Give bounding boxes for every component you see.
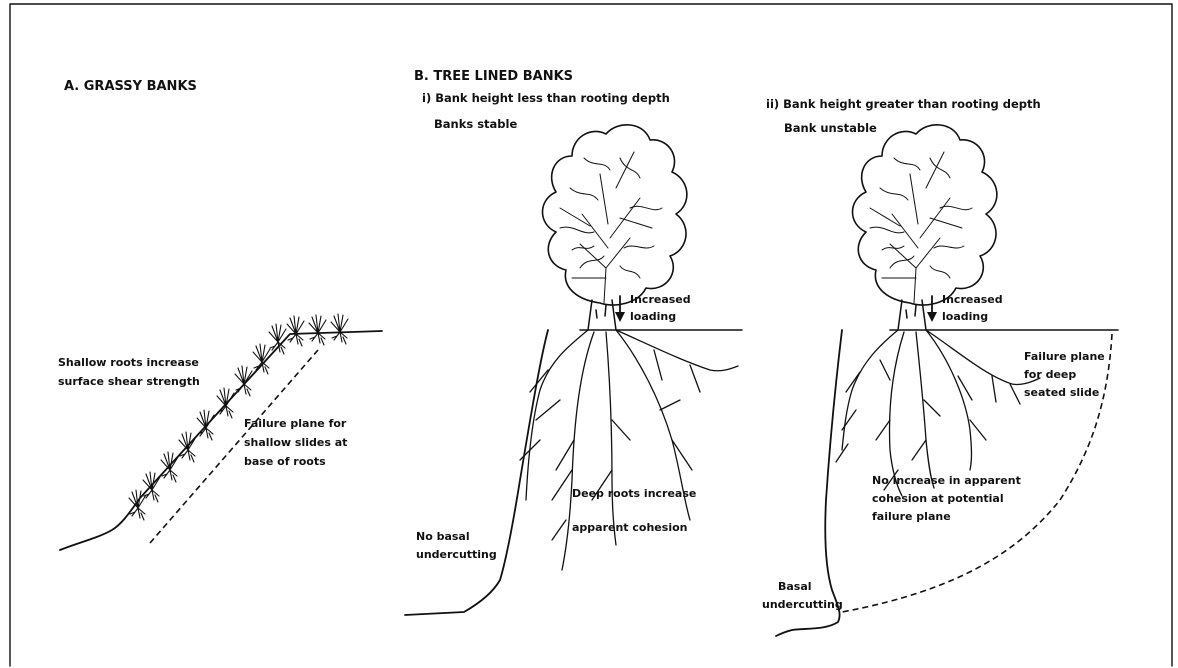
label-failure-plane-a-2: shallow slides at bbox=[244, 436, 347, 449]
case-i-title: i) Bank height less than rooting depth bbox=[422, 91, 670, 105]
deep-roots-i bbox=[520, 330, 738, 570]
label-loading-ii-2: loading bbox=[942, 310, 988, 323]
label-deep-roots-2: apparent cohesion bbox=[572, 521, 687, 534]
case-ii-title: ii) Bank height greater than rooting dep… bbox=[766, 97, 1041, 111]
label-failure-plane-b-1: Failure plane bbox=[1024, 350, 1105, 363]
label-basal-undercutting-1: Basal bbox=[778, 580, 812, 593]
label-failure-plane-a-1: Failure plane for bbox=[244, 417, 347, 430]
label-deep-roots-1: Deep roots increase bbox=[572, 487, 696, 500]
label-basal-undercutting-2: undercutting bbox=[762, 598, 843, 611]
label-no-basal-1: No basal bbox=[416, 530, 470, 543]
panel-b-case-i: i) Bank height less than rooting depth B… bbox=[405, 91, 742, 615]
label-shallow-roots-2: surface shear strength bbox=[58, 375, 200, 388]
label-failure-plane-a-3: base of roots bbox=[244, 455, 326, 468]
label-no-basal-2: undercutting bbox=[416, 548, 497, 561]
label-loading-ii-1: Increased bbox=[942, 293, 1003, 306]
label-no-increase-3: failure plane bbox=[872, 510, 951, 523]
tree-crown-ii bbox=[853, 125, 997, 305]
loading-arrowhead-i bbox=[615, 312, 625, 322]
bank-face-i bbox=[405, 330, 548, 615]
panel-b-heading: B. TREE LINED BANKS bbox=[414, 69, 573, 84]
label-shallow-roots-1: Shallow roots increase bbox=[58, 356, 199, 369]
label-failure-plane-b-3: seated slide bbox=[1024, 386, 1099, 399]
case-i-status: Banks stable bbox=[434, 117, 517, 131]
tree-crown-i bbox=[543, 125, 687, 305]
panel-a-heading: A. GRASSY BANKS bbox=[64, 79, 197, 94]
label-loading-i-1: Increased bbox=[630, 293, 691, 306]
label-loading-i-2: loading bbox=[630, 310, 676, 323]
panel-a-grassy-banks: A. GRASSY BANKS Shallow roots increase s… bbox=[58, 79, 382, 550]
case-ii-status: Bank unstable bbox=[784, 121, 877, 135]
panel-b-case-ii: ii) Bank height greater than rooting dep… bbox=[762, 97, 1118, 636]
label-no-increase-2: cohesion at potential bbox=[872, 492, 1004, 505]
label-failure-plane-b-2: for deep bbox=[1024, 368, 1076, 381]
loading-arrowhead-ii bbox=[927, 312, 937, 322]
label-no-increase-1: No increase in apparent bbox=[872, 474, 1021, 487]
roots-ii bbox=[836, 330, 1040, 496]
